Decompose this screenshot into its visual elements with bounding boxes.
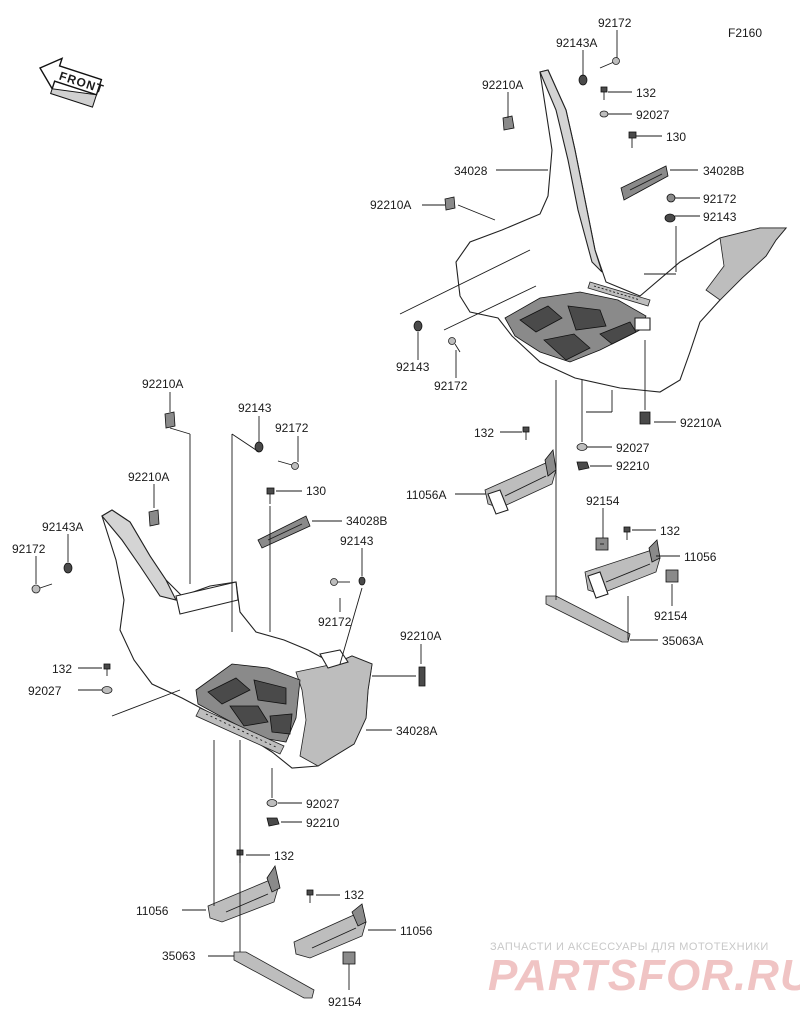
ref-l-92143A: 92143A <box>42 520 83 534</box>
ref-92143-low: 92143 <box>396 360 430 374</box>
ref-l-11056-b: 11056 <box>400 924 433 938</box>
watermark: ЗАПЧАСТИ И АКСЕССУАРЫ ДЛЯ МОТОТЕХНИКИ PA… <box>488 941 800 1000</box>
ref-l-92210A-right: 92210A <box>400 629 441 643</box>
ref-92154-b: 92154 <box>654 609 688 623</box>
nut-92210-low-left-icon <box>266 817 280 827</box>
screw-92172-left-icon <box>31 583 53 594</box>
ref-132-top: 132 <box>636 86 656 100</box>
ref-l-92172-top: 92172 <box>275 421 309 435</box>
ref-l-92027-left: 92027 <box>28 684 62 698</box>
bolt-92154-a-icon <box>595 537 609 551</box>
bracket-11056-b-icon <box>293 903 367 959</box>
clip-92210A-top-left-icon <box>164 411 176 429</box>
ref-92154-a: 92154 <box>586 494 620 508</box>
bolt-130-left-icon <box>266 487 275 504</box>
screw-92172-mid-icon <box>666 193 676 203</box>
strap-35063-icon <box>233 951 315 999</box>
washer-92143-mid-left-icon <box>358 576 366 586</box>
left-footboard-assembly <box>101 509 373 769</box>
screw-92172-top-left-icon <box>277 460 299 470</box>
ref-34028B: 34028B <box>703 164 744 178</box>
ref-92027-top: 92027 <box>636 108 670 122</box>
bolt-130-icon <box>628 131 637 148</box>
washer-92143-low-icon <box>413 320 423 332</box>
bolt-132-low-icon <box>522 426 530 440</box>
washer-92143-mid-icon <box>664 213 676 223</box>
ref-l-92154: 92154 <box>328 995 362 1009</box>
bolt-132-b-left-icon <box>306 889 314 903</box>
clip-92210A-top-icon <box>502 115 515 131</box>
washer-92027-top-icon <box>599 110 609 118</box>
ref-92210-low: 92210 <box>616 459 650 473</box>
bolt-92154-b-icon <box>665 569 679 583</box>
left-leaders <box>35 392 422 990</box>
ref-34028: 34028 <box>454 164 488 178</box>
ref-l-92143-mid: 92143 <box>340 534 374 548</box>
ref-l-130: 130 <box>306 484 326 498</box>
left-hardware <box>31 411 426 999</box>
ref-11056: 11056 <box>684 550 717 564</box>
washer-92027-low-left-icon <box>266 799 278 807</box>
diagram-code: F2160 <box>728 26 762 40</box>
ref-132-b: 132 <box>660 524 680 538</box>
ref-92172-low: 92172 <box>434 379 468 393</box>
bolt-132-left-icon <box>103 663 111 676</box>
bolt-92154-left-icon <box>342 951 356 965</box>
bolt-132-b-icon <box>623 526 631 540</box>
washer-92143A-icon <box>63 562 73 574</box>
ref-92210A-mid: 92210A <box>370 198 411 212</box>
right-leaders <box>399 30 700 641</box>
ref-132-low: 132 <box>474 426 494 440</box>
left-labels: 92210A 92143 92172 92210A 92143A 92172 1… <box>12 377 441 1009</box>
bracket-11056-a-icon <box>207 865 281 923</box>
screw-92172-mid-left-icon <box>330 578 350 586</box>
ref-l-34028A: 34028A <box>396 724 437 738</box>
watermark-brand: PARTSFOR.RU <box>488 951 800 1000</box>
ref-l-35063: 35063 <box>162 949 196 963</box>
right-footboard-assembly <box>455 69 788 393</box>
clip-92210A-right-left-icon <box>418 666 426 687</box>
ref-l-92172-mid: 92172 <box>318 615 352 629</box>
clip-92210A-low-icon <box>639 411 651 425</box>
ref-130: 130 <box>666 130 686 144</box>
ref-11056A: 11056A <box>406 488 446 502</box>
ref-92172-top: 92172 <box>598 16 632 30</box>
ref-l-92027-low: 92027 <box>306 797 340 811</box>
clip-92210A-mid-icon <box>444 196 456 211</box>
bracket-11056A-icon <box>484 449 557 515</box>
right-hardware <box>413 57 679 643</box>
ref-l-92172-left: 92172 <box>12 542 46 556</box>
screw-92172-top-icon <box>599 57 620 69</box>
ref-l-132-left: 132 <box>52 662 72 676</box>
washer-92027-low-icon <box>576 443 588 451</box>
ref-l-92210A-2: 92210A <box>128 470 169 484</box>
ref-92143-mid: 92143 <box>703 210 737 224</box>
screw-92172-low-icon <box>448 337 461 353</box>
watermark-tagline: ЗАПЧАСТИ И АКСЕССУАРЫ ДЛЯ МОТОТЕХНИКИ <box>490 941 769 953</box>
front-arrow-icon: FRONT <box>38 57 106 108</box>
ref-l-11056-a: 11056 <box>136 904 169 918</box>
ref-l-34028B: 34028B <box>346 514 387 528</box>
ref-35063A: 35063A <box>662 634 703 648</box>
ref-92172-mid: 92172 <box>703 192 737 206</box>
ref-92027-low: 92027 <box>616 441 650 455</box>
ref-l-92143-top: 92143 <box>238 401 272 415</box>
ref-92210A-low: 92210A <box>680 416 721 430</box>
washer-92027-left-icon <box>101 686 113 694</box>
ref-l-92210A-top: 92210A <box>142 377 183 391</box>
right-labels: 92172 92143A 92210A 132 92027 130 34028 … <box>370 16 744 648</box>
nut-92210-low-icon <box>576 461 590 471</box>
ref-92143A-top: 92143A <box>556 36 597 50</box>
ref-l-132-low: 132 <box>274 849 294 863</box>
bracket-11056-right-icon <box>584 539 661 599</box>
bolt-132-top-icon <box>600 86 608 100</box>
ref-92210A-top: 92210A <box>482 78 523 92</box>
ref-l-132-b: 132 <box>344 888 364 902</box>
ref-l-92210-low: 92210 <box>306 816 340 830</box>
washer-92143A-top-icon <box>578 74 588 86</box>
strap-35063A-icon <box>545 595 631 643</box>
clip-92210A-2-icon <box>148 509 160 527</box>
